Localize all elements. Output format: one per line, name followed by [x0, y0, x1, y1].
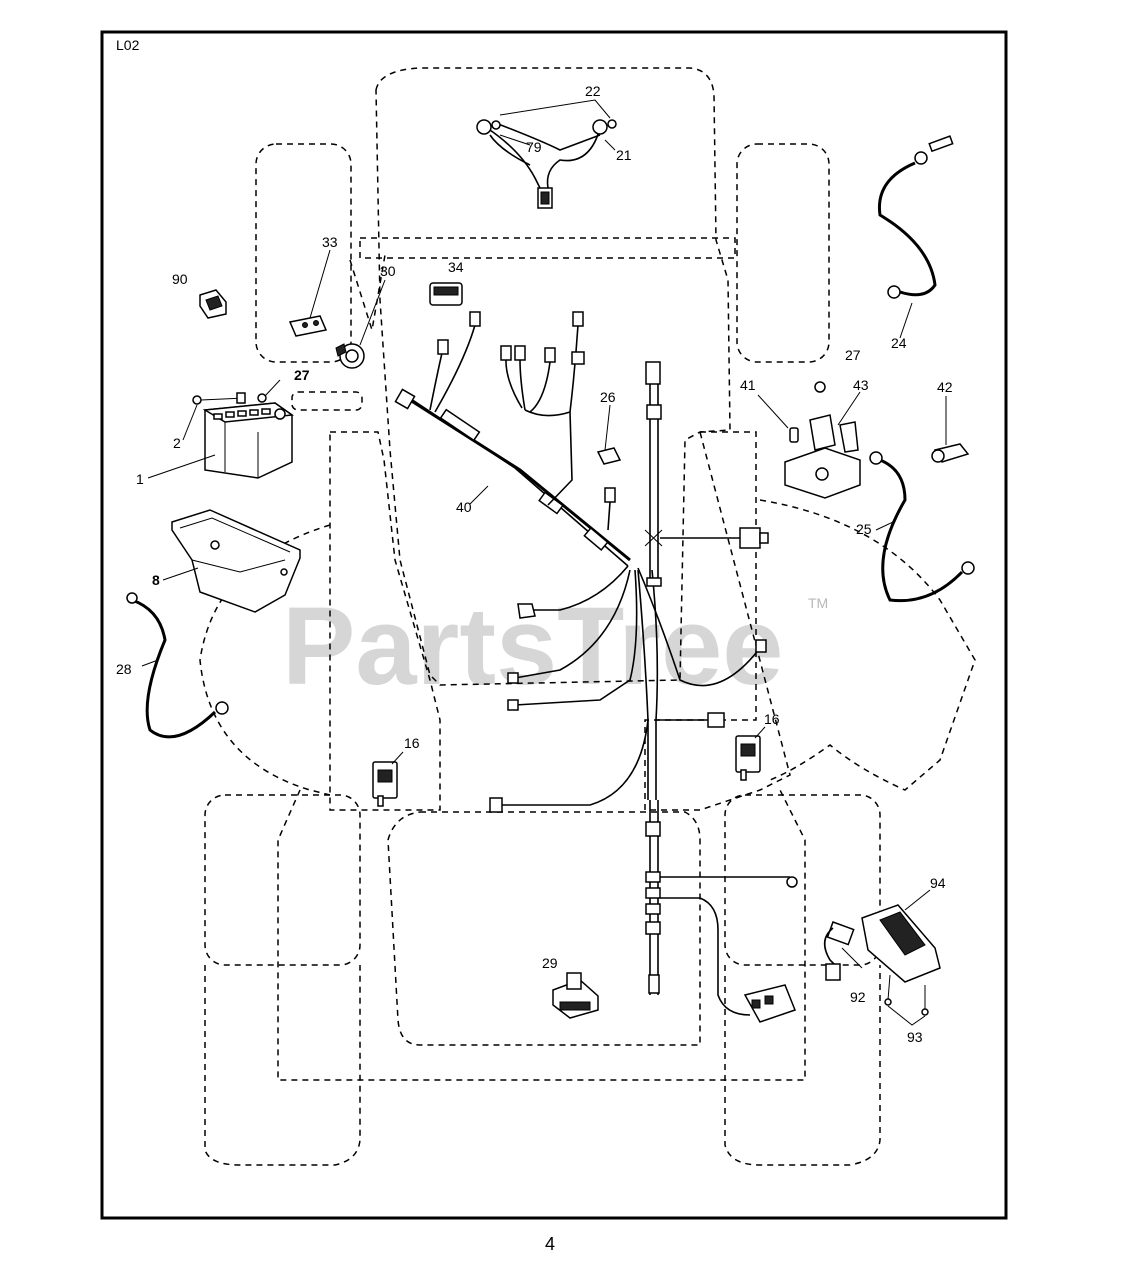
diagram-code: L02 [116, 37, 140, 53]
part-40-main-harness [394, 311, 767, 813]
label-43: 43 [853, 377, 869, 393]
part-28-battery-cable [126, 592, 229, 739]
part-16-switch-right [735, 735, 761, 781]
label-90: 90 [172, 271, 188, 287]
part-34-switch [429, 282, 463, 306]
label-40: 40 [456, 499, 472, 515]
tractor-outline [199, 67, 976, 1166]
label-1: 1 [136, 471, 144, 487]
label-29: 29 [542, 955, 558, 971]
label-24: 24 [891, 335, 907, 351]
part-42-boot [931, 443, 970, 463]
part-43-solenoid [784, 414, 861, 499]
label-8: 8 [152, 572, 160, 588]
part-41-screw [789, 427, 799, 443]
label-22: 22 [585, 83, 601, 99]
part-8-battery-tray [171, 509, 301, 613]
label-92: 92 [850, 989, 866, 1005]
label-34: 34 [448, 259, 464, 275]
label-79: 79 [526, 139, 542, 155]
part-2-bolt [192, 392, 267, 405]
label-30: 30 [380, 263, 396, 279]
label-2: 2 [173, 435, 181, 451]
headlight-harness [476, 119, 617, 209]
label-41: 41 [740, 377, 756, 393]
label-27-right: 27 [845, 347, 861, 363]
label-28: 28 [116, 661, 132, 677]
label-42: 42 [937, 379, 953, 395]
label-26: 26 [600, 389, 616, 405]
label-33: 33 [322, 234, 338, 250]
label-93: 93 [907, 1029, 923, 1045]
part-94-module [826, 904, 941, 983]
page-number: 4 [545, 1234, 555, 1254]
label-21: 21 [616, 147, 632, 163]
label-16-left: 16 [404, 735, 420, 751]
part-27-nut-right [814, 381, 826, 393]
vertical-harness-segment [644, 361, 769, 587]
rear-harness [645, 800, 798, 1023]
part-30-ignition-switch [335, 343, 365, 369]
label-27-nut: 27 [294, 367, 310, 383]
part-33-bracket [288, 315, 328, 337]
part-29-seat-switch [552, 972, 599, 1019]
watermark-text: PartsTree [282, 585, 783, 708]
part-24-cable [877, 135, 954, 299]
label-94: 94 [930, 875, 946, 891]
watermark: PartsTree TM [282, 585, 828, 708]
label-25: 25 [856, 521, 872, 537]
part-25-cable [869, 451, 975, 603]
part-16-switch-left [372, 761, 398, 807]
part-92-wire [823, 927, 841, 981]
part-93-screws [884, 974, 929, 1016]
label-16-right: 16 [764, 711, 780, 727]
diagram-frame [100, 30, 1008, 1220]
trademark-mark: TM [808, 595, 828, 611]
part-90-relay [199, 289, 227, 319]
part-1-battery [202, 402, 295, 479]
